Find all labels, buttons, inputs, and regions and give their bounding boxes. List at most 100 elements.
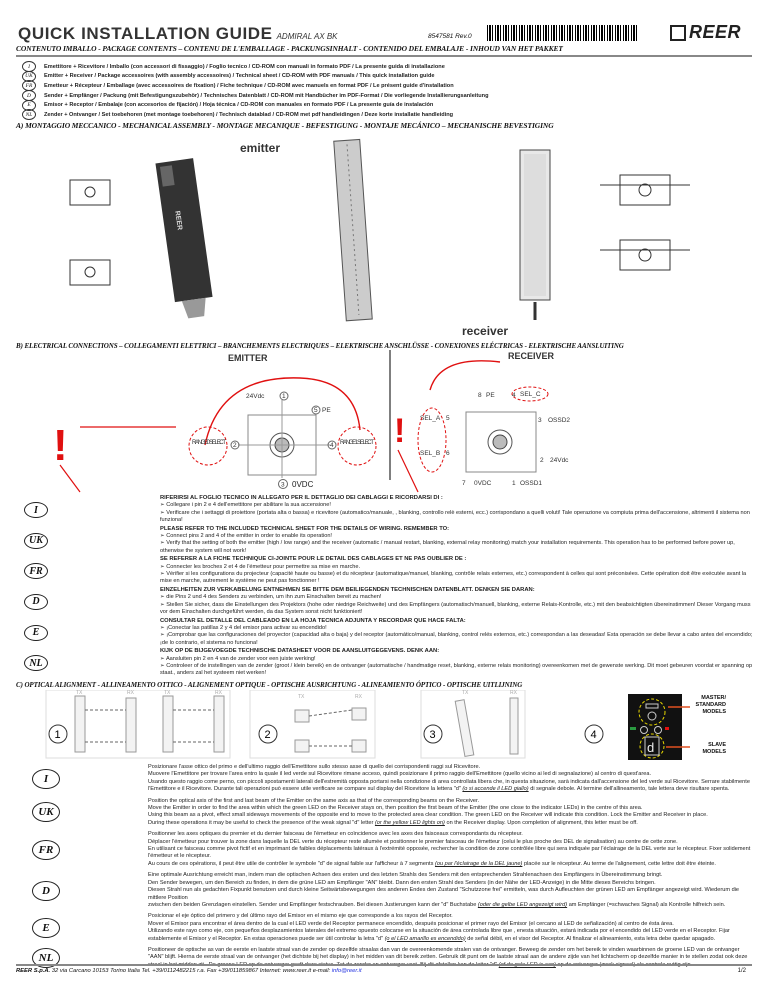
underlined-note: (oder die gelbe LED angezeigt wird) [477,901,568,908]
block-heading: PLEASE REFER TO THE INCLUDED TECHNICAL S… [160,525,450,532]
block-text: RIFERIRSI AL FOGLIO TECNICO IN ALLEGATO … [160,495,758,525]
text-line: zwischen den beiden Grenzlagen einstelle… [148,901,477,908]
mechanical-assembly-illustration: emitter receiver REER [69,138,690,338]
bullet-item: ¡Comprobar que las configuraciones del p… [160,632,758,647]
section-c-heading: C) OPTICAL ALIGNMENT - ALLINEAMENTO OTTI… [16,681,523,689]
text-line: Diesen Strahl nun als gedachten Fixpunkt… [148,887,740,901]
package-item-text: Emisor + Receptor / Embalaje (con acceso… [44,102,434,109]
document-code: 8547581 Rev.0 [428,33,472,40]
lang-badge-icon: UK [24,532,48,549]
lang-badge-icon: NL [32,948,60,969]
text-line: Posizionare l'asse ottico del primo e de… [148,764,481,770]
package-item-text: Emitter + Receiver / Package accessoires… [44,73,435,80]
svg-text:OSSD1: OSSD1 [520,480,542,487]
svg-text:7: 7 [462,480,466,487]
bullet-item: Vérifier si les configurations du projec… [160,571,758,586]
section-b-heading: B) ELECTRICAL CONNECTIONS – COLLEGAMENTI… [16,342,624,350]
bullet-item: Controleer of de instellingen van de zen… [160,663,758,678]
block-text: Posicionar el eje óptico del primero y d… [148,913,758,943]
text-tail: am Empfänger (=schwaches Signal) als Kon… [568,901,726,908]
emitter-bar: REER [155,158,213,319]
receiver-display-panel: d [628,694,682,760]
package-item-text: Emettitore + Ricevitore / Imballo (con a… [44,63,445,70]
svg-text:0VDC: 0VDC [474,480,492,487]
emitter-title: EMITTER [228,353,268,363]
svg-text:3: 3 [430,729,436,741]
text-line: establemente el Emisor y el Receptor. En… [148,935,383,942]
text-line: En utilisant ce faisceau comme pivot fic… [148,846,751,860]
svg-text:4: 4 [591,729,597,741]
svg-text:TX: TX [164,690,171,696]
text-tail: on the Receiver display. Upon completion… [446,819,638,826]
warning-icon-emitter: ! [53,421,68,470]
text-line: Utilizando este rayo como eje, con peque… [148,928,730,935]
master-standard-label: MASTER/ STANDARD MODELS [695,695,726,715]
block-heading: SE REFERER A LA FICHE TECHNIQUE CI-JOINT… [160,556,467,563]
emitter-label: emitter [240,141,280,155]
section-a-heading: A) MONTAGGIO MECCANICO - MECHANICAL ASSE… [16,121,554,130]
page-number: 1/2 [737,968,746,974]
text-line: Au cours de ces opérations, il peut être… [148,860,434,867]
text-line: Using this beam as a pivot, effect small… [148,812,708,819]
wiring-block: I RIFERIRSI AL FOGLIO TECNICO IN ALLEGATO… [18,495,758,525]
receiver-label: receiver [462,324,508,338]
text-line: Muovere l'Emettitore per trovare l'area … [148,771,651,778]
display-letter: d [647,740,654,755]
alignment-block: NL Positioneer de optische as van de eers… [18,947,758,969]
email-link[interactable]: info@reer.it [331,968,362,974]
svg-text:OSSD2: OSSD2 [548,417,570,424]
svg-text:2: 2 [265,729,271,741]
svg-text:RX: RX [127,690,135,696]
receiver-bar [519,149,551,320]
block-text: PLEASE REFER TO THE INCLUDED TECHNICAL S… [160,526,758,556]
svg-text:RX: RX [510,690,518,696]
svg-text:3: 3 [538,417,542,424]
svg-text:SEL_B: SEL_B [420,450,440,457]
svg-text:3: 3 [281,482,285,489]
text-line: Move the Emitter in order to find the ar… [148,805,643,812]
svg-text:4: 4 [330,442,334,449]
text-line: Posicionar el eje óptico del primero y d… [148,913,453,920]
slave-label: SLAVE MODELS [702,742,726,755]
lang-badge-icon: D [24,593,48,610]
svg-text:1: 1 [512,480,516,487]
underlined-note: (o si accende il LED giallo) [462,786,529,793]
wiring-instructions: I RIFERIRSI AL FOGLIO TECNICO IN ALLEGATO… [18,495,758,679]
svg-text:REER: REER [173,210,183,230]
block-text: SE REFERER A LA FICHE TECHNIQUE CI-JOINT… [160,556,758,586]
text-line: Positioneer de optische as van de eerste… [148,946,740,953]
svg-text:2: 2 [540,457,544,464]
text-line: Usando questo raggio come perno, con pic… [148,778,750,793]
bullet-item: Aansluiten pin 2 en 4 van de zender voor… [160,656,758,663]
svg-text:5: 5 [446,415,450,422]
bullet-item: Stellen Sie sicher, dass die Einstellung… [160,602,758,617]
svg-text:PE: PE [322,407,331,414]
bullet-item: ¡Conectar las patillas 2 y 4 del emisor … [160,625,758,632]
alignment-block: UK Position the optical axis of the first… [18,798,758,828]
svg-text:SEL_A: SEL_A [420,415,441,422]
underlined-note: (or the yellow LED lights on) [374,819,445,826]
underlined-note: (o el LED amarillo es encendido) [384,935,466,942]
block-text: Posizionare l'asse ottico del primo e de… [148,764,758,794]
emitter-0vdc-label: 0VDC [292,480,314,489]
block-heading: KIJK OP DE BIJGEVOEGDE TECHNISCHE DATASH… [160,648,440,655]
svg-text:PE: PE [486,392,495,399]
text-tail: placée sur le récepteur. Au terme de l'a… [523,860,716,867]
text-line: Déplacer l'émetteur pour trouver la zone… [148,838,678,845]
text-tail: di segnale debole. Al termine dell'allin… [530,786,730,793]
contents-heading: CONTENUTO IMBALLO - PACKAGE CONTENTS – C… [16,44,563,53]
block-text: Position the optical axis of the first a… [148,798,758,828]
block-text: Positionner les axes optiques du premier… [148,831,758,868]
lang-badge-icon: NL [22,109,36,121]
lang-badge-icon: UK [32,802,60,823]
lang-badge-icon: I [24,502,48,518]
